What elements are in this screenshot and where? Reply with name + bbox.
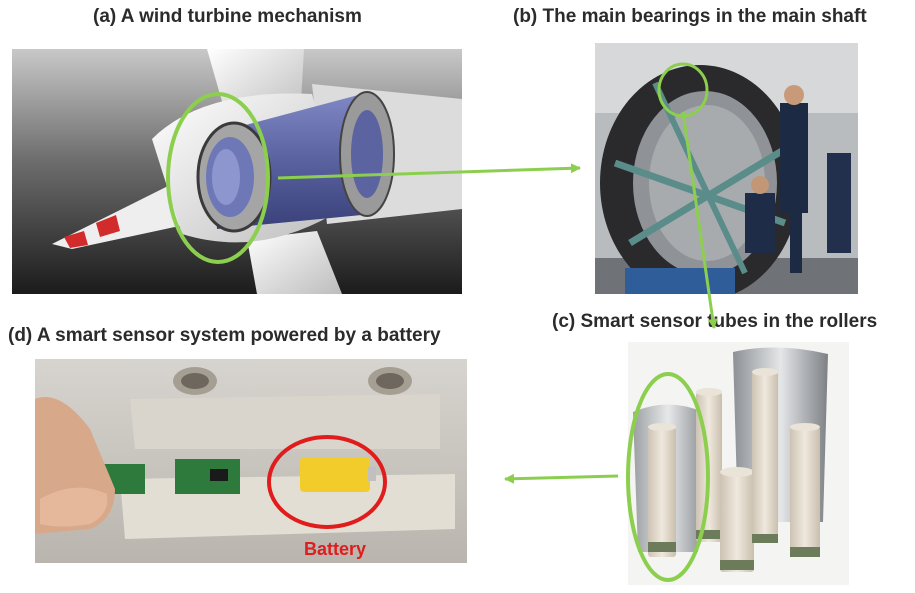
panel-a-wind-turbine-image bbox=[12, 49, 462, 294]
panel-b-main-bearings-image bbox=[595, 43, 858, 294]
caption-c: (c) Smart sensor tubes in the rollers bbox=[552, 311, 878, 332]
panel-d-sensor-system-image bbox=[35, 359, 467, 563]
caption-b: (b) The main bearings in the main shaft bbox=[513, 6, 867, 27]
caption-a: (a) A wind turbine mechanism bbox=[93, 6, 362, 27]
caption-d: (d) A smart sensor system powered by a b… bbox=[8, 325, 441, 346]
arrow-c-to-d bbox=[504, 473, 619, 484]
panel-c-sensor-tubes-image bbox=[628, 342, 849, 585]
